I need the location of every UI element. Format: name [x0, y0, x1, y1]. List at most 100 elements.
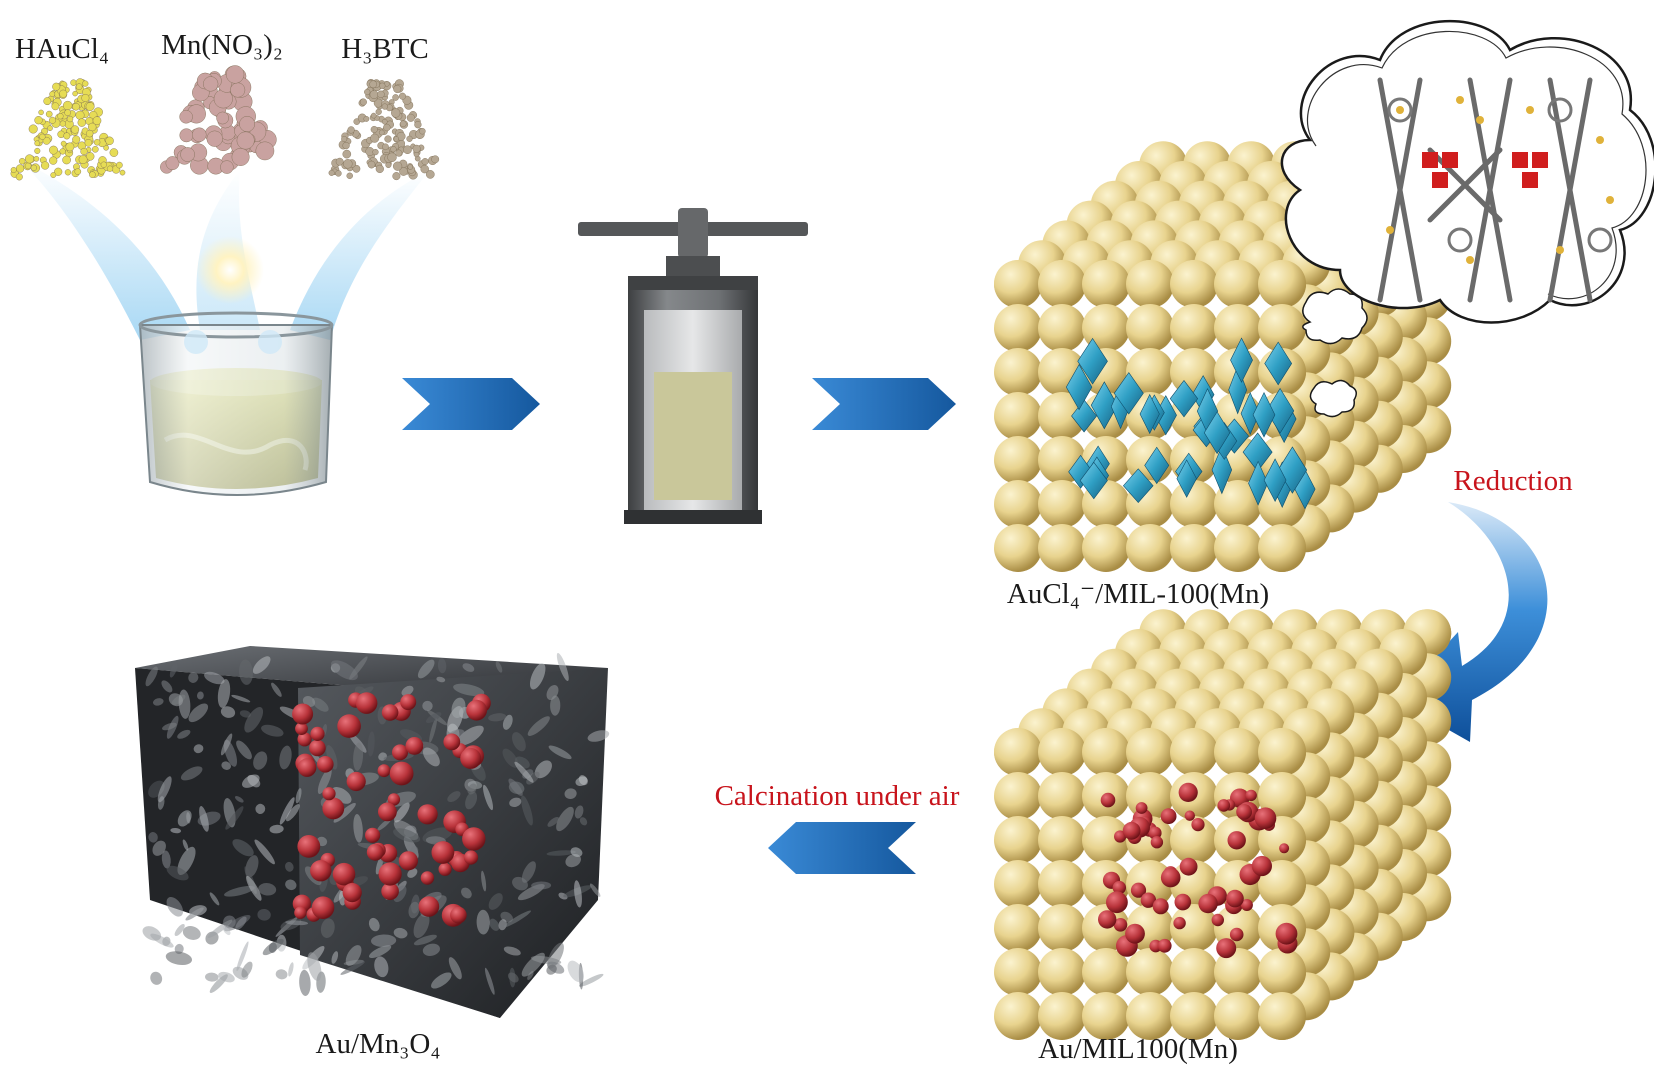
au-nanoparticle — [1240, 899, 1253, 911]
reagent-particle — [82, 80, 89, 87]
mof-sphere — [994, 860, 1042, 908]
au-nanoparticle — [466, 699, 487, 721]
reagent-particle — [72, 135, 81, 144]
au-nanoparticle — [292, 703, 314, 725]
reagent-particle — [385, 161, 392, 168]
reagent-particle — [89, 171, 96, 178]
reagent-particle — [16, 164, 25, 173]
reagent-particle — [236, 131, 255, 150]
mof-sphere — [1038, 904, 1086, 952]
gold-dot — [1396, 106, 1404, 114]
mof-sphere — [1126, 948, 1174, 996]
oxide-flake — [556, 806, 574, 832]
reagent-particle — [370, 125, 378, 133]
auCl4-crystal — [1211, 445, 1233, 495]
mof-sphere — [1258, 524, 1306, 572]
reagent-particle — [179, 110, 193, 124]
framework-linker — [1427, 147, 1503, 223]
oxide-flake — [578, 973, 604, 987]
oxide-flake — [199, 806, 209, 832]
reagent-particle — [375, 164, 384, 174]
reagent-particle — [377, 90, 385, 99]
reagent-particle — [54, 167, 63, 176]
au-nanoparticle — [1227, 831, 1246, 850]
reagent-particle — [396, 131, 406, 141]
auCl4-crystal — [1277, 446, 1308, 494]
au-nanoparticle — [1184, 810, 1196, 821]
au-nanoparticle — [366, 843, 384, 861]
reagent-particle — [109, 148, 119, 157]
au-nanoparticle — [1245, 789, 1257, 802]
au-nanoparticle — [420, 871, 435, 885]
au-nanoparticle — [1178, 782, 1198, 803]
reagent-particle — [39, 133, 46, 140]
mof-sphere — [1038, 304, 1086, 352]
auCl4-crystal — [1090, 381, 1118, 430]
oxide-flake — [182, 926, 201, 940]
au-nanoparticle — [1251, 855, 1272, 877]
mof-sphere — [1170, 992, 1218, 1040]
reagent-particle — [38, 109, 44, 116]
reagent-particle — [62, 100, 73, 111]
au-nanoparticle — [310, 726, 325, 742]
metal-node — [1512, 152, 1528, 168]
reagent-particle — [60, 140, 67, 147]
au-nanoparticle — [346, 771, 366, 792]
autoclave-liquid — [654, 372, 732, 500]
mof-sphere — [1038, 728, 1086, 776]
gold-dot — [1466, 256, 1474, 264]
process-arrow-1 — [402, 378, 540, 430]
au-nanoparticle — [1279, 843, 1290, 854]
oxide-flake — [422, 700, 433, 711]
metal-node — [1432, 172, 1448, 188]
beaker-icon — [20, 160, 430, 496]
au-nanoparticle — [1125, 923, 1145, 944]
au-nanoparticle — [297, 758, 317, 777]
reagent-label-hauCl4: HAuCl₄ — [15, 33, 109, 65]
reduced-label: Au/MIL100(Mn) — [1038, 1033, 1238, 1065]
reagent-particle — [192, 127, 207, 142]
metal-node — [1422, 152, 1438, 168]
reagent-particle — [226, 65, 245, 84]
mof-sphere — [1214, 480, 1262, 528]
reagent-particle — [381, 103, 388, 110]
au-nanoparticle — [438, 862, 452, 876]
mof-sphere — [994, 904, 1042, 952]
mof-sphere — [1038, 480, 1086, 528]
mof-sphere — [1126, 992, 1174, 1040]
oxide-flake — [502, 748, 519, 768]
oxide-flake — [526, 771, 540, 785]
mof-sphere — [1038, 772, 1086, 820]
mof-sphere — [1082, 816, 1130, 864]
oxide-flake — [431, 972, 452, 989]
vapor-swirl-left — [20, 160, 190, 340]
reagent-particle — [239, 116, 256, 132]
reagent-particle — [406, 113, 415, 122]
mof-sphere — [1258, 260, 1306, 308]
mof-sphere — [1082, 948, 1130, 996]
reagent-particle — [206, 130, 223, 147]
oxide-flake — [437, 658, 447, 674]
reagent-particle — [63, 132, 71, 140]
oxide-flake — [578, 775, 588, 786]
reagent-particle — [57, 113, 64, 120]
glow — [196, 236, 264, 304]
reagent-particle — [231, 148, 250, 166]
oxide-flake — [531, 881, 552, 890]
reagent-particle — [431, 155, 440, 164]
au-nanoparticle — [1174, 893, 1192, 911]
oxide-flake — [570, 847, 583, 857]
oxide-flake — [157, 776, 172, 803]
oxide-flake — [508, 778, 523, 796]
oxide-flake — [174, 923, 185, 937]
gold-dot — [1606, 196, 1614, 204]
oxide-flake — [204, 671, 225, 685]
oxide-flake — [168, 693, 183, 707]
oxide-flake — [407, 868, 418, 878]
auCl4-crystal — [1263, 458, 1287, 503]
oxide-flake — [320, 918, 335, 939]
reagent-particle — [65, 142, 75, 152]
mof-sphere — [1170, 816, 1218, 864]
au-nanoparticle — [1122, 821, 1141, 840]
oxide-flake — [258, 883, 277, 896]
